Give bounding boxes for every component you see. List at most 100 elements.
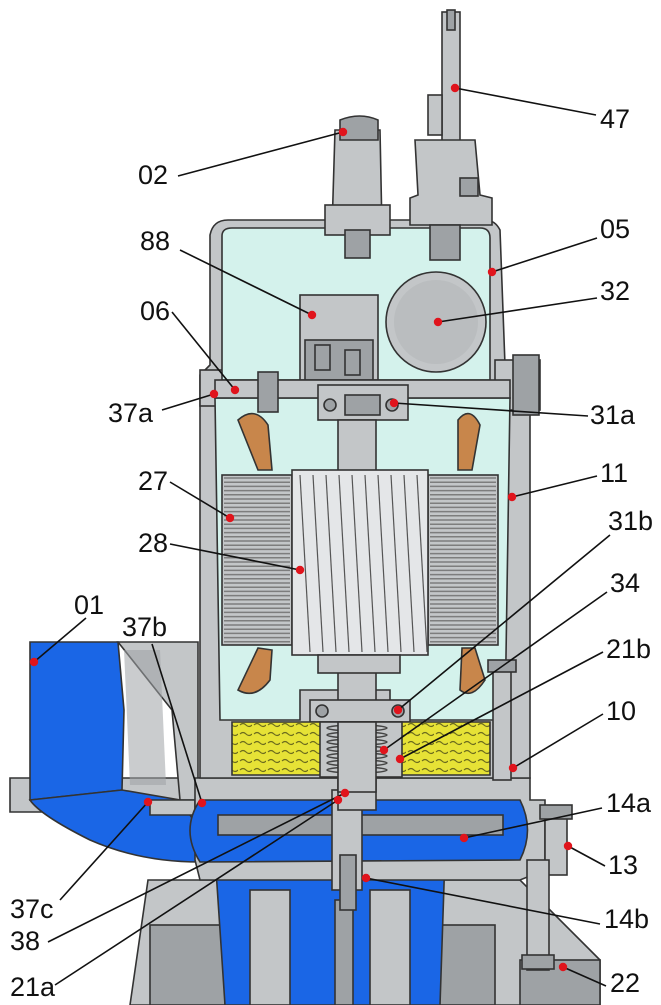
marker-dot-22	[558, 962, 568, 972]
marker-dot-38	[340, 788, 350, 798]
marker-dot-47	[450, 83, 460, 93]
controller-unit	[299, 294, 379, 381]
callout-01: 01	[29, 590, 104, 667]
label-10: 10	[606, 696, 636, 726]
leader-line-31a	[393, 402, 589, 417]
label-06: 06	[140, 296, 170, 326]
callout-47: 47	[450, 83, 630, 134]
label-47: 47	[600, 104, 630, 134]
callout-11: 11	[507, 458, 628, 502]
label-14b: 14b	[604, 904, 649, 934]
label-27: 27	[138, 466, 168, 496]
marker-dot-27	[225, 513, 235, 523]
stator-windings	[236, 412, 486, 695]
callout-28: 28	[138, 528, 305, 575]
label-21a: 21a	[10, 972, 56, 1002]
callout-38: 38	[10, 788, 350, 956]
callout-14b: 14b	[361, 873, 649, 934]
callout-31b: 31b	[393, 506, 653, 715]
marker-dot-37a	[209, 389, 219, 399]
oil-chamber	[231, 721, 491, 793]
marker-dot-21a	[333, 795, 343, 805]
marker-dot-28	[295, 565, 305, 575]
callout-layer: 47 02 88 05 32 06 37a 31a 11 27 28 31b 01 37b 34 21b 10 1…	[10, 83, 653, 1002]
leader-line-14b	[365, 877, 601, 925]
marker-dot-14a	[459, 833, 469, 843]
label-34: 34	[610, 568, 640, 598]
label-37b: 37b	[122, 612, 167, 642]
leader-line-21b	[399, 651, 604, 760]
callout-21a: 21a	[10, 795, 343, 1002]
marker-dot-37b	[197, 798, 207, 808]
leader-line-06	[171, 311, 236, 391]
marker-dot-14b	[361, 873, 371, 883]
lifting-handle	[324, 115, 391, 259]
leader-line-47	[454, 87, 597, 116]
leader-line-34	[383, 591, 608, 751]
callout-88: 88	[140, 226, 317, 320]
callout-14a: 14a	[459, 788, 652, 843]
label-31b: 31b	[608, 506, 653, 536]
marker-dot-32	[433, 317, 443, 327]
callout-37b: 37b	[122, 612, 207, 808]
callout-34: 34	[379, 568, 640, 755]
label-88: 88	[140, 226, 170, 256]
marker-dot-13	[563, 841, 573, 851]
marker-dot-31a	[389, 398, 399, 408]
marker-dot-02	[338, 127, 348, 137]
callout-02: 02	[138, 127, 348, 190]
discharge-outlet	[9, 641, 201, 863]
label-01: 01	[74, 590, 104, 620]
label-02: 02	[138, 160, 168, 190]
leader-line-27	[169, 481, 231, 519]
marker-dot-88	[307, 310, 317, 320]
leader-line-37c	[59, 801, 149, 901]
pump-base	[129, 854, 601, 1005]
label-05: 05	[600, 214, 630, 244]
marker-dot-21b	[395, 754, 405, 764]
leader-line-14a	[463, 807, 603, 839]
marker-dot-31b	[393, 705, 403, 715]
marker-dot-11	[507, 492, 517, 502]
leader-line-05	[491, 237, 598, 273]
label-21b: 21b	[606, 634, 651, 664]
marker-dot-06	[230, 385, 240, 395]
housing-bolts	[487, 659, 573, 971]
rotor	[291, 469, 429, 674]
callout-10: 10	[508, 696, 636, 773]
label-22: 22	[610, 968, 640, 998]
leader-line-11	[511, 475, 598, 498]
label-28: 28	[138, 528, 168, 558]
callout-37a: 37a	[108, 389, 219, 428]
marker-dot-01	[29, 657, 39, 667]
leader-line-37a	[161, 393, 215, 411]
leader-line-02	[177, 131, 344, 177]
leader-line-13	[567, 845, 606, 867]
callout-21b: 21b	[395, 634, 651, 764]
callout-22: 22	[558, 962, 640, 998]
leader-line-10	[512, 713, 604, 769]
label-11: 11	[600, 458, 628, 488]
callout-27: 27	[138, 466, 235, 523]
leader-line-32	[437, 297, 598, 323]
label-14a: 14a	[606, 788, 652, 818]
leader-line-28	[169, 543, 301, 571]
bearing-plate	[214, 371, 511, 421]
leader-line-31b	[397, 534, 611, 711]
callout-37c: 37c	[10, 797, 153, 924]
callout-05: 05	[487, 214, 630, 277]
label-32: 32	[600, 276, 630, 306]
leader-line-01	[33, 617, 87, 663]
callout-13: 13	[563, 841, 638, 880]
label-38: 38	[10, 926, 40, 956]
marker-dot-10	[508, 763, 518, 773]
callout-06: 06	[140, 296, 240, 395]
leader-line-22	[562, 966, 607, 987]
callout-32: 32	[433, 276, 630, 327]
leader-line-38	[47, 792, 346, 943]
leader-line-37b	[151, 643, 203, 804]
cable-gland	[409, 9, 493, 261]
label-31a: 31a	[590, 400, 636, 430]
